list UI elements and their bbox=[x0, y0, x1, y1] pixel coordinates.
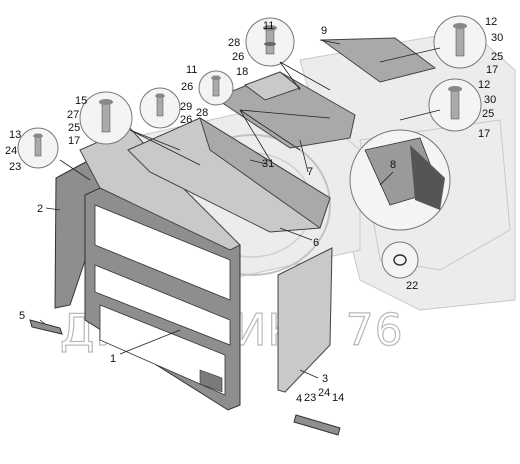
callout-3: 3 bbox=[322, 373, 328, 385]
callout-15: 15 bbox=[75, 95, 87, 107]
part-9-top-rear-panel bbox=[320, 37, 437, 83]
callout-26-a: 26 bbox=[232, 51, 244, 63]
callout-24-a: 24 bbox=[5, 145, 17, 157]
callout-labels: 1 2 3 4 5 6 7 8 9 11 28 26 11 26 18 15 2… bbox=[5, 16, 503, 405]
callout-12-a: 12 bbox=[485, 16, 497, 28]
callout-25-a: 25 bbox=[68, 122, 80, 134]
callout-29: 29 bbox=[180, 101, 192, 113]
callout-9: 9 bbox=[321, 25, 327, 37]
callout-8: 8 bbox=[390, 159, 396, 171]
callout-30-b: 30 bbox=[484, 94, 496, 106]
part-3-right-panel bbox=[277, 247, 333, 393]
callout-28-b: 28 bbox=[196, 107, 208, 119]
callout-22: 22 bbox=[406, 280, 418, 292]
callout-24-b: 24 bbox=[318, 387, 330, 399]
callout-31: 31 bbox=[262, 158, 274, 170]
callout-30-a: 30 bbox=[491, 32, 503, 44]
callout-25-b: 25 bbox=[491, 51, 503, 63]
fastener-detail-15-27-25-17 bbox=[79, 91, 133, 145]
callout-12-b: 12 bbox=[478, 79, 490, 91]
callout-11-b: 11 bbox=[186, 64, 197, 76]
fastener-detail-11-28-26 bbox=[245, 17, 295, 67]
callout-6: 6 bbox=[313, 237, 319, 249]
callout-26-b: 26 bbox=[181, 81, 193, 93]
callout-23-a: 23 bbox=[9, 161, 21, 173]
callout-26-c: 26 bbox=[180, 114, 192, 126]
callout-7: 7 bbox=[307, 166, 313, 178]
detail-circle-8 bbox=[349, 129, 451, 231]
leader-lines bbox=[39, 39, 441, 379]
fastener-detail-12-30-25-17-a bbox=[433, 15, 487, 69]
callout-5: 5 bbox=[19, 310, 25, 322]
fastener-detail-11-26-18 bbox=[198, 70, 234, 106]
fastener-detail-29-26-28 bbox=[139, 87, 181, 129]
detail-circle-22 bbox=[381, 241, 419, 279]
callout-23-b: 23 bbox=[304, 392, 316, 404]
callout-2: 2 bbox=[37, 203, 43, 215]
top-deck-side bbox=[199, 116, 331, 229]
fastener-detail-13-24-23 bbox=[17, 127, 59, 169]
callout-4: 4 bbox=[296, 393, 302, 405]
callout-18: 18 bbox=[236, 66, 248, 78]
part-4-bracket bbox=[293, 414, 341, 436]
part-5-bracket bbox=[29, 319, 63, 335]
middle-panel-top bbox=[243, 71, 302, 101]
callout-17-a: 17 bbox=[68, 135, 80, 147]
fastener-detail-12-30-25-17-b bbox=[428, 78, 482, 132]
callout-17-c: 17 bbox=[478, 128, 490, 140]
callout-13: 13 bbox=[9, 129, 21, 141]
callout-14: 14 bbox=[332, 392, 344, 404]
callout-17-b: 17 bbox=[486, 64, 498, 76]
callout-27: 27 bbox=[67, 109, 79, 121]
callout-1: 1 bbox=[110, 353, 116, 365]
callout-28-a: 28 bbox=[228, 37, 240, 49]
callout-25-c: 25 bbox=[482, 108, 494, 120]
callout-11-a: 11 bbox=[263, 20, 274, 32]
